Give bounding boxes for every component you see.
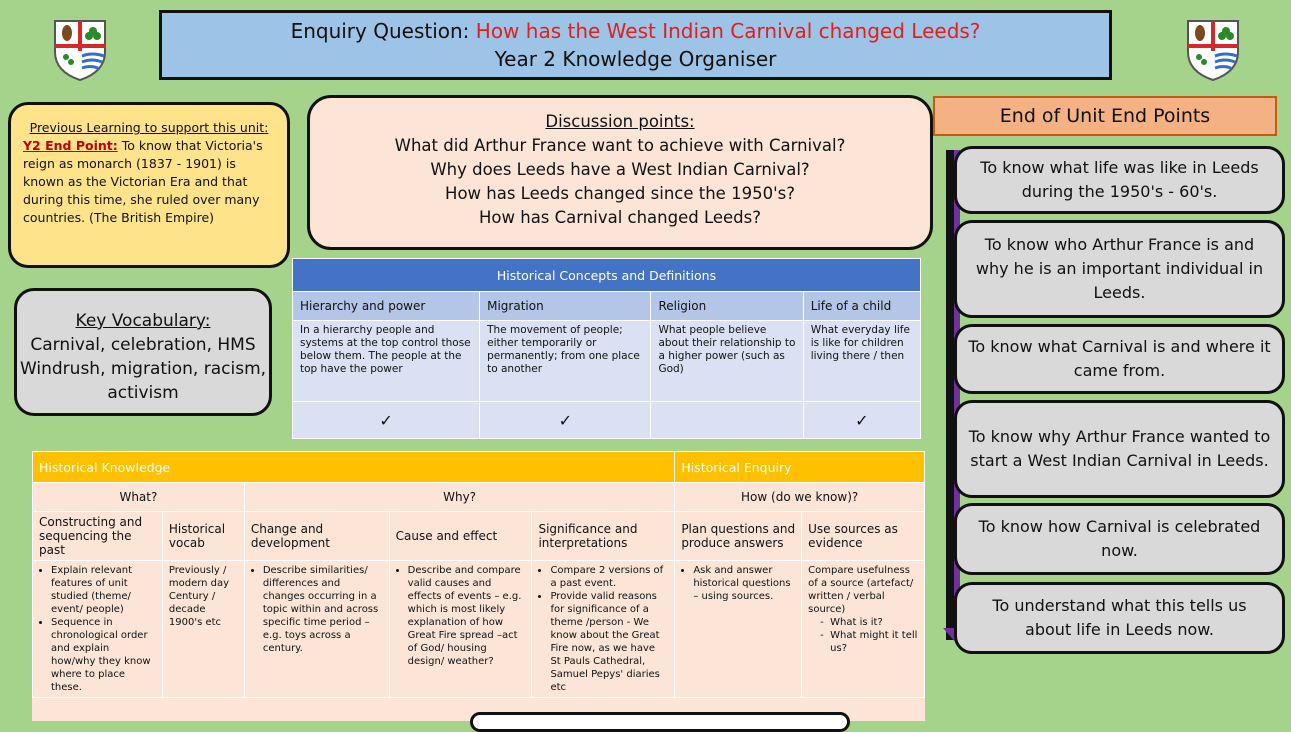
knowledge-column-heading: Use sources as evidence	[801, 511, 925, 561]
group-what: What?	[32, 482, 245, 512]
page-subtitle: Year 2 Knowledge Organiser	[494, 47, 777, 71]
concept-heading: Hierarchy and power	[291, 291, 481, 321]
discussion-point: How has Carnival changed Leeds?	[479, 208, 761, 227]
end-point-item: To know why Arthur France wanted to star…	[954, 400, 1285, 498]
end-point-text: To know that Victoria's reign as monarch…	[23, 138, 263, 225]
group-how: How (do we know)?	[674, 482, 925, 512]
knowledge-column-heading: Significance and interpretations	[531, 511, 676, 561]
knowledge-column-heading: Constructing and sequencing the past	[32, 511, 163, 561]
list-item: Compare 2 versions of a past event.	[550, 564, 668, 590]
list-item: Describe similarities/ differences and c…	[263, 564, 383, 655]
list-item: Sequence in chronological order and expl…	[51, 616, 156, 694]
check-cell-empty	[650, 401, 804, 439]
bottom-box	[470, 712, 850, 732]
concept-definition: What everyday life is like for children …	[802, 320, 922, 402]
knowledge-column-heading: Historical vocab	[161, 511, 245, 561]
concepts-table: Historical Concepts and Definitions Hier…	[291, 258, 922, 439]
list-item: Describe and compare valid causes and ef…	[408, 564, 526, 668]
enquiry-prefix: Enquiry Question:	[290, 19, 470, 43]
check-icon: ✓	[802, 401, 922, 439]
concept-definition: The movement of people; either temporari…	[479, 320, 652, 402]
discussion-heading: Discussion points:	[545, 112, 695, 131]
school-crest-left	[54, 20, 106, 82]
end-point-item: To know what life was like in Leeds duri…	[954, 146, 1285, 214]
list-item: Explain relevant features of unit studie…	[51, 564, 156, 616]
timeline-arrow	[954, 150, 960, 632]
title-banner: Enquiry Question: How has the West India…	[159, 10, 1112, 80]
vocabulary-box: Key Vocabulary: Carnival, celebration, H…	[14, 288, 272, 416]
enquiry-question: How has the West Indian Carnival changed…	[475, 19, 981, 43]
knowledge-cell: Describe and compare valid causes and ef…	[388, 560, 533, 698]
end-point-label: Y2 End Point:	[23, 138, 118, 153]
knowledge-cell: Describe similarities/ differences and c…	[243, 560, 390, 698]
concept-heading: Religion	[650, 291, 804, 321]
concept-heading: Migration	[479, 291, 652, 321]
knowledge-cell: Compare 2 versions of a past event. Prov…	[531, 560, 676, 698]
discussion-point: What did Arthur France want to achieve w…	[394, 136, 846, 155]
knowledge-column-heading: Change and development	[243, 511, 390, 561]
knowledge-table: Historical Knowledge Historical Enquiry …	[31, 451, 925, 721]
end-point-item: To know what Carnival is and where it ca…	[954, 324, 1285, 394]
concepts-title: Historical Concepts and Definitions	[292, 258, 921, 292]
previous-learning-box: Previous Learning to support this unit: …	[8, 102, 290, 268]
concept-heading: Life of a child	[802, 291, 922, 321]
end-point-item: To understand what this tells us about l…	[954, 582, 1285, 654]
list-item: Ask and answer historical questions – us…	[693, 564, 795, 603]
knowledge-column-heading: Plan questions and produce answers	[674, 511, 803, 561]
discussion-point: How has Leeds changed since the 1950's?	[445, 184, 795, 203]
previous-learning-heading: Previous Learning to support this unit:	[29, 120, 269, 135]
check-icon: ✓	[479, 401, 652, 439]
knowledge-title: Historical Knowledge	[31, 451, 676, 483]
knowledge-cell: Ask and answer historical questions – us…	[674, 560, 803, 698]
school-crest-right	[1187, 20, 1239, 82]
group-why: Why?	[243, 482, 676, 512]
concept-definition: What people believe about their relation…	[650, 320, 804, 402]
end-points-heading: End of Unit End Points	[933, 96, 1277, 136]
knowledge-cell: Previously / modern day Century / decade…	[161, 560, 245, 698]
knowledge-column-heading: Cause and effect	[388, 511, 533, 561]
list-item: What is it?	[830, 616, 918, 629]
knowledge-cell: Explain relevant features of unit studie…	[32, 560, 163, 698]
enquiry-title: Historical Enquiry	[674, 451, 925, 483]
vocabulary-words: Carnival, celebration, HMS Windrush, mig…	[19, 335, 267, 403]
end-point-item: To know how Carnival is celebrated now.	[954, 503, 1285, 575]
list-item: What might it tell us?	[830, 629, 918, 655]
discussion-box: Discussion points: What did Arthur Franc…	[307, 95, 933, 250]
check-icon: ✓	[291, 401, 481, 439]
enquiry-line: Enquiry Question: How has the West India…	[162, 17, 1109, 45]
discussion-point: Why does Leeds have a West Indian Carniv…	[430, 160, 810, 179]
list-item: Provide valid reasons for significance o…	[550, 590, 668, 694]
previous-learning-body: Y2 End Point: To know that Victoria's re…	[23, 137, 275, 227]
end-point-item: To know who Arthur France is and why he …	[954, 220, 1285, 318]
concept-definition: In a hierarchy people and systems at the…	[291, 320, 481, 402]
vocabulary-heading: Key Vocabulary:	[75, 311, 211, 331]
sources-intro: Compare usefulness of a source (artefact…	[808, 565, 914, 615]
knowledge-cell: Compare usefulness of a source (artefact…	[801, 560, 925, 698]
